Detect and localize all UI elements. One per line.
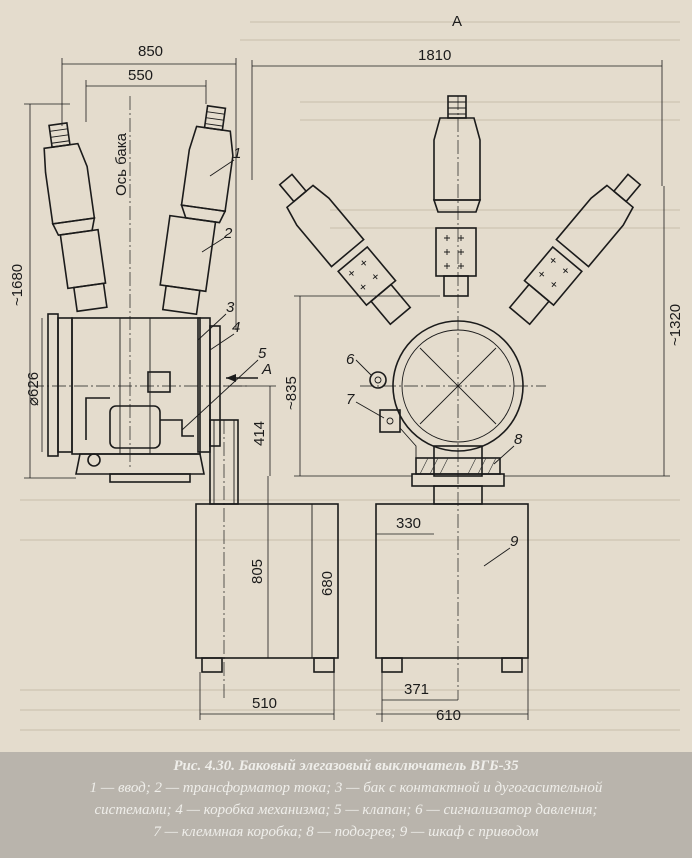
dim-371: 371 (404, 681, 429, 698)
dim-550: 550 (128, 67, 153, 84)
callout-2: 2 (223, 225, 233, 242)
callout-8: 8 (514, 431, 523, 448)
dim-626: ⌀626 (25, 372, 42, 406)
callout-6: 6 (346, 351, 355, 368)
dim-510: 510 (252, 695, 277, 712)
callout-9: 9 (510, 533, 519, 550)
view-label: A (452, 13, 462, 30)
callout-3: 3 (226, 299, 235, 316)
top-bushing (433, 117, 481, 201)
section-arrow-label: A (261, 361, 272, 378)
dim-414: 414 (251, 421, 268, 446)
background-texture (20, 21, 680, 731)
tank-left-flange (47, 313, 59, 457)
caption-line-1: 1 — ввод; 2 — трансформатор тока; 3 — ба… (89, 780, 603, 796)
left-bushing (43, 122, 108, 313)
dim-1320: ~1320 (667, 304, 684, 346)
dim-835: ~835 (283, 376, 300, 410)
dim-1680: ~1680 (9, 264, 26, 306)
right-angled-bushing (508, 173, 642, 326)
dim-850: 850 (138, 43, 163, 60)
top-current-transformer (435, 227, 477, 277)
valve-icon (87, 453, 101, 467)
dim-805: 805 (249, 559, 266, 584)
callout-4: 4 (232, 319, 240, 336)
side-view (30, 96, 339, 700)
terminal-box (379, 409, 401, 433)
tank-neck (433, 445, 483, 477)
figure-caption: Рис. 4.30. Баковый элегазовый выключател… (0, 752, 692, 858)
callout-1: 1 (233, 145, 241, 162)
left-angled-bushing (278, 173, 412, 326)
callout-7: 7 (346, 391, 355, 408)
caption-line-3: 7 — клеммная коробка; 8 — подогрев; 9 — … (153, 824, 539, 840)
dim-610: 610 (436, 707, 461, 724)
tank-axis-label: Ось бака (113, 132, 130, 196)
dimension-lines (24, 58, 670, 722)
dim-1810: 1810 (418, 47, 451, 64)
callout-5: 5 (258, 345, 267, 362)
drive-cabinet-side (195, 503, 339, 659)
pressure-signaller (369, 371, 387, 389)
caption-title: Рис. 4.30. Баковый элегазовый выключател… (173, 758, 519, 774)
front-view (278, 95, 642, 700)
dim-680: 680 (319, 571, 336, 596)
caption-line-2: системами; 4 — коробка механизма; 5 — кл… (94, 802, 598, 818)
drive-cabinet-front (375, 503, 529, 659)
dim-330: 330 (396, 515, 421, 532)
right-bushing (159, 104, 234, 316)
mechanism-box (109, 405, 161, 449)
